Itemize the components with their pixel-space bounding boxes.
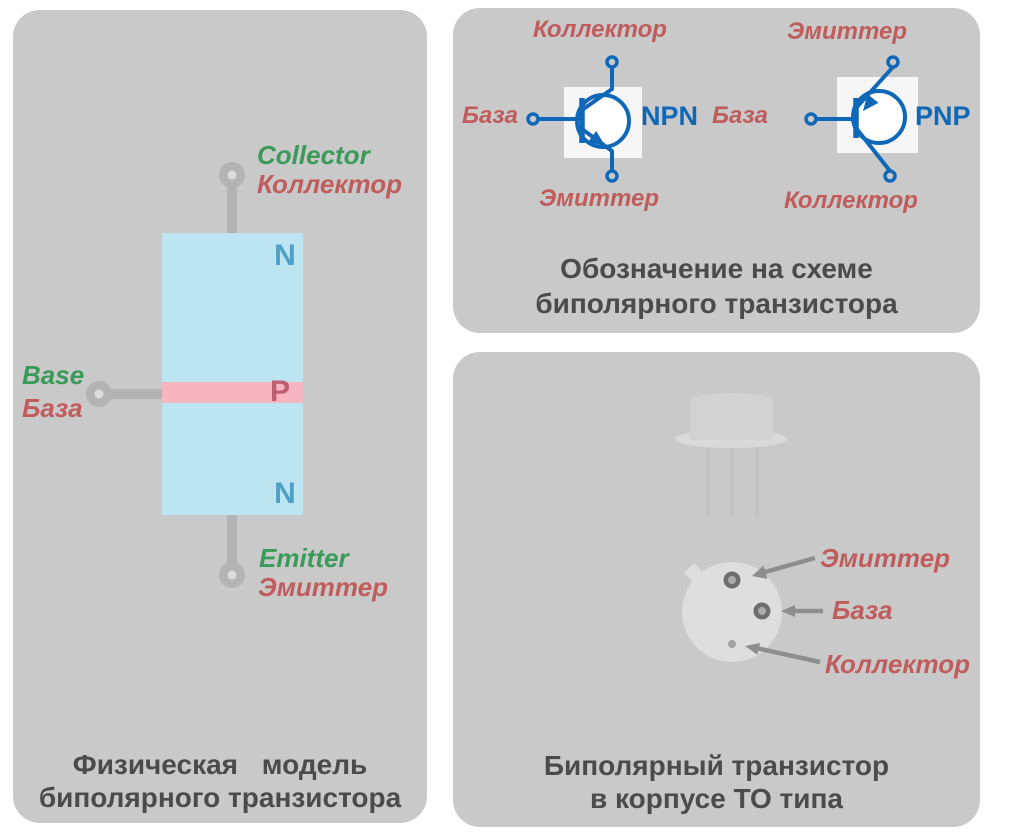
p-region-letter: P: [269, 375, 291, 408]
label-pnp-emitter: Эмиттер: [786, 18, 908, 45]
n-region-bottom-letter: N: [274, 477, 296, 510]
label-pin-collector: Коллектор: [825, 649, 971, 679]
n-region-top-letter: N: [274, 239, 296, 272]
npn-circle: [575, 93, 631, 149]
base-lead-hole: [94, 389, 104, 399]
pnp-emitter-terminal: [886, 55, 900, 69]
caption-schematic: Обозначение на схеме биполярного транзис…: [453, 251, 980, 321]
emitter-lead-hole: [227, 570, 237, 580]
collector-arrow-head: [745, 643, 760, 655]
label-pin-base: База: [832, 595, 893, 625]
schematic-symbols-figure: [526, 55, 918, 183]
label-pin-emitter: Эмиттер: [820, 543, 951, 573]
to-can-side-view: [675, 393, 788, 515]
pnp-emitter-arrow: [863, 94, 879, 111]
panel-physical-model: N P N Collector Коллектор Base База Emit…: [13, 10, 427, 823]
npn-collector-terminal: [605, 55, 619, 69]
collector-lead-hole: [227, 170, 237, 180]
label-emitter-ru: Эмиттер: [258, 572, 389, 602]
pnp-symbol: [804, 55, 918, 183]
emitter-arrow-head: [752, 565, 768, 579]
pnp-collector-lead: [854, 126, 892, 173]
label-npn-emitter: Эмиттер: [538, 185, 660, 212]
caption-to-package: Биполярный транзистор в корпусе ТО типа: [453, 749, 980, 815]
pnp-base-terminal: [804, 112, 818, 126]
base-arrow-head: [781, 605, 795, 617]
caption-to-package-line1: Биполярный транзистор: [543, 750, 890, 781]
caption-schematic-line2: биполярного транзистора: [535, 288, 898, 319]
p-region-stripe: [162, 382, 303, 403]
panel-to-package: Эмиттер База Коллектор Биполярный транзи…: [453, 352, 980, 827]
label-base-ru: База: [22, 393, 83, 423]
collector-pin-dot: [728, 640, 736, 648]
label-collector-en: Collector: [257, 140, 370, 170]
caption-physical-model-line2: биполярного транзистора: [38, 782, 402, 813]
caption-physical-model: Физическая модель биполярного транзистор…: [13, 748, 427, 814]
can-top: [690, 393, 773, 407]
can-base-circle: [682, 562, 782, 662]
pin-pointer-arrows: [745, 555, 823, 665]
emitter-pin-dot-center: [728, 576, 736, 584]
npn-symbol: [526, 55, 642, 183]
can-leg-1: [706, 445, 710, 515]
label-collector-ru: Коллектор: [257, 169, 403, 199]
can-leg-2: [730, 445, 734, 515]
label-npn-base: База: [462, 102, 518, 129]
collector-arrow-line: [755, 645, 821, 665]
label-pnp-type: PNP: [915, 101, 971, 131]
npn-collector-lead: [580, 67, 614, 112]
to-can-bottom-view: [682, 562, 782, 662]
panel-schematic-symbols: Коллектор База Эмиттер NPN Эмиттер База …: [453, 8, 980, 333]
can-leg-3: [755, 445, 759, 515]
emitter-arrow-line: [764, 555, 816, 575]
label-npn-type: NPN: [641, 101, 699, 131]
npn-emitter-lead: [580, 127, 614, 171]
caption-to-package-line2: в корпусе ТО типа: [590, 783, 843, 814]
npn-emitter-terminal: [605, 169, 619, 183]
label-emitter-en: Emitter: [259, 543, 349, 573]
to-package-figure: [675, 393, 823, 665]
caption-schematic-line1: Обозначение на схеме: [560, 253, 873, 284]
npn-emitter-arrow: [588, 130, 605, 146]
label-pnp-collector: Коллектор: [784, 187, 918, 214]
n-p-n-body: [162, 233, 303, 515]
base-pin-dot-center: [758, 607, 766, 615]
npn-base-terminal: [526, 112, 540, 126]
label-base-en: Base: [22, 360, 85, 390]
label-npn-collector: Коллектор: [533, 16, 667, 43]
pnp-collector-terminal: [883, 169, 897, 183]
pnp-emitter-lead: [854, 65, 895, 110]
caption-physical-model-line1: Физическая модель: [72, 749, 368, 780]
physical-model-figure: [86, 162, 303, 588]
label-pnp-base: База: [712, 102, 768, 129]
